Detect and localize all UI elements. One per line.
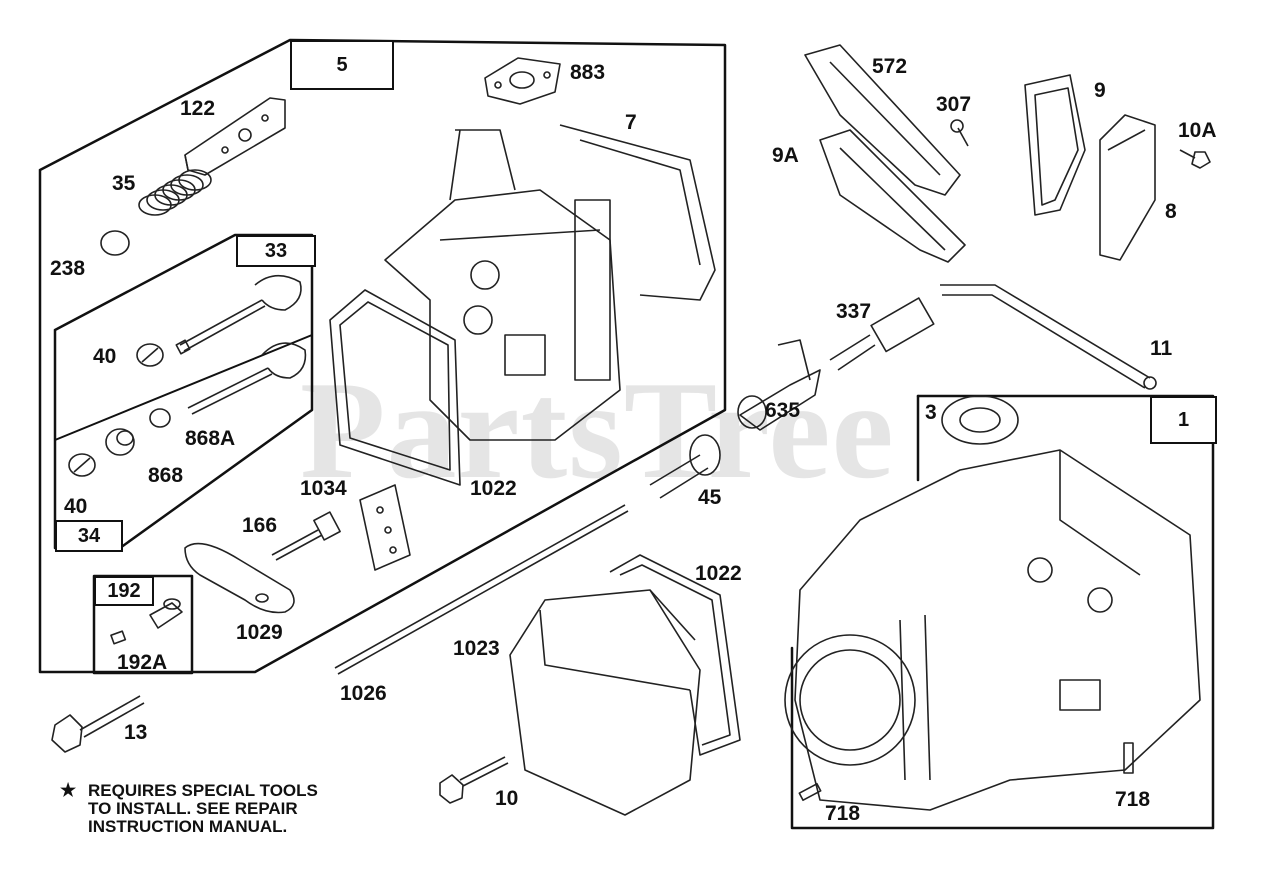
label-166: 166 <box>242 514 278 537</box>
label-572: 572 <box>872 55 908 78</box>
label-3: 3 <box>925 401 937 424</box>
part-9-gasket-icon <box>1024 74 1086 216</box>
group-label-33: 33 <box>236 235 316 267</box>
part-1026-pushrod-icon <box>334 504 629 675</box>
label-13: 13 <box>124 721 148 744</box>
label-635: 635 <box>765 399 801 422</box>
part-valve-upper-icon <box>175 274 302 355</box>
label-1026: 1026 <box>340 682 387 705</box>
part-572-gasket-icon <box>804 44 961 196</box>
part-9A-gasket-icon <box>819 129 966 263</box>
part-40-keeper-upper-icon <box>136 343 164 367</box>
part-883-gasket-icon <box>484 57 561 105</box>
part-868A-washer-icon <box>149 408 171 428</box>
part-10-bolt-icon <box>439 756 509 804</box>
group-label-5: 5 <box>290 40 394 90</box>
group-label-192: 192 <box>94 576 154 606</box>
part-192A-nut-icon <box>110 630 127 645</box>
part-11-tube-icon <box>940 284 1157 390</box>
label-868A: 868A <box>185 427 236 450</box>
label-868: 868 <box>148 464 184 487</box>
part-122-bracket-icon <box>184 97 286 176</box>
part-635-fitting-icon <box>737 339 821 431</box>
star-icon: ★ <box>60 780 77 800</box>
part-valve-lower-icon <box>187 342 307 415</box>
group-label-34: 34 <box>55 520 123 552</box>
note-line-2: TO INSTALL. SEE REPAIR <box>88 799 298 818</box>
label-9: 9 <box>1094 79 1106 102</box>
part-1-engine-block-icon <box>784 449 1201 811</box>
label-9A: 9A <box>772 144 799 167</box>
label-718-right: 718 <box>1115 788 1151 811</box>
part-cylinder-head-icon <box>384 124 716 441</box>
label-10A: 10A <box>1178 119 1217 142</box>
label-1022-upper: 1022 <box>470 477 517 500</box>
label-1034: 1034 <box>300 477 347 500</box>
label-307: 307 <box>936 93 972 116</box>
part-868-seal-icon <box>105 428 135 456</box>
note-line-3: INSTRUCTION MANUAL. <box>88 817 288 836</box>
part-307-screw-icon <box>950 119 969 147</box>
part-1023-valve-cover-icon <box>509 589 701 816</box>
label-1022-lower: 1022 <box>695 562 742 585</box>
label-238: 238 <box>50 257 86 280</box>
group-33-34-outline <box>53 233 314 550</box>
label-8: 8 <box>1165 200 1177 223</box>
part-10A-screw-icon <box>1179 149 1211 169</box>
part-1034-plate-icon <box>359 484 411 571</box>
part-718-pin-left-icon <box>798 782 822 802</box>
part-45-tube-icon <box>649 434 721 499</box>
label-10: 10 <box>495 787 519 810</box>
part-8-breather-icon <box>1099 114 1156 261</box>
label-1029: 1029 <box>236 621 283 644</box>
label-883: 883 <box>570 61 606 84</box>
label-337: 337 <box>836 300 872 323</box>
part-3-oil-seal-icon <box>941 395 1019 445</box>
label-35: 35 <box>112 172 136 195</box>
part-35-spring-icon <box>138 169 212 216</box>
label-1023: 1023 <box>453 637 500 660</box>
label-40-lower: 40 <box>64 495 88 518</box>
part-166-stud-icon <box>271 511 341 561</box>
label-122: 122 <box>180 97 216 120</box>
part-1022-gasket-upper-icon <box>329 289 461 486</box>
label-718-left: 718 <box>825 802 861 825</box>
label-45: 45 <box>698 486 722 509</box>
group-1-outline <box>790 394 1215 830</box>
group-label-1: 1 <box>1150 396 1217 444</box>
special-tools-note: ★ REQUIRES SPECIAL TOOLS TO INSTALL. SEE… <box>60 780 318 836</box>
part-718-pin-right-icon <box>1123 742 1134 774</box>
part-1029-rocker-icon <box>184 542 295 614</box>
label-192A: 192A <box>117 651 168 674</box>
label-11: 11 <box>1150 337 1173 360</box>
note-line-1: REQUIRES SPECIAL TOOLS <box>88 781 318 800</box>
part-13-bolt-icon <box>51 695 145 753</box>
part-40-keeper-lower-icon <box>68 453 96 477</box>
part-1022-gasket-lower-icon <box>609 554 741 756</box>
part-238-cap-icon <box>100 230 130 256</box>
label-7: 7 <box>625 111 637 134</box>
part-192-screw-icon <box>149 598 183 629</box>
label-40-upper: 40 <box>93 345 117 368</box>
part-337-spark-plug-icon <box>829 297 935 371</box>
